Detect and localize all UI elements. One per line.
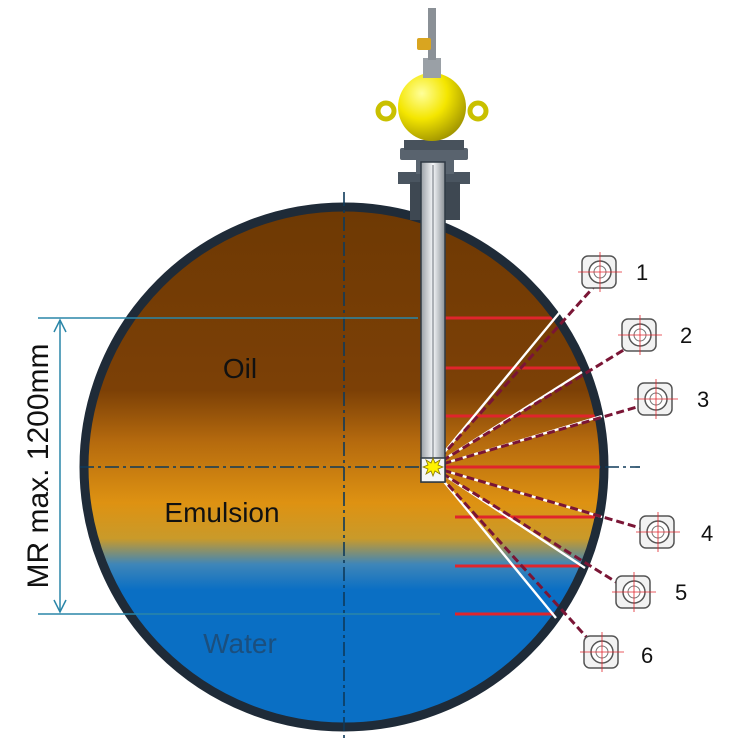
water-label: Water — [203, 628, 277, 659]
detector-number-5: 2 — [680, 323, 692, 348]
detectors — [578, 252, 680, 672]
detector-5 — [618, 315, 662, 355]
detector-number-2: 5 — [675, 580, 687, 605]
detector-paths — [430, 278, 655, 654]
radiation-source-icon — [421, 456, 445, 478]
measuring-range-label: MR max. 1200mm — [22, 343, 55, 588]
detector-1 — [580, 632, 624, 672]
detector-3 — [636, 512, 680, 552]
emulsion-label: Emulsion — [164, 497, 279, 528]
oil-label: Oil — [223, 353, 257, 384]
detector-4 — [634, 379, 678, 419]
detector-6 — [578, 252, 622, 292]
detector-number-3: 4 — [701, 521, 713, 546]
detector-2 — [612, 572, 656, 612]
measuring-range-dimension — [38, 317, 440, 615]
detector-number-1: 6 — [641, 643, 653, 668]
detector-number-6: 1 — [636, 260, 648, 285]
detector-number-4: 3 — [697, 387, 709, 412]
source-container — [375, 8, 489, 160]
